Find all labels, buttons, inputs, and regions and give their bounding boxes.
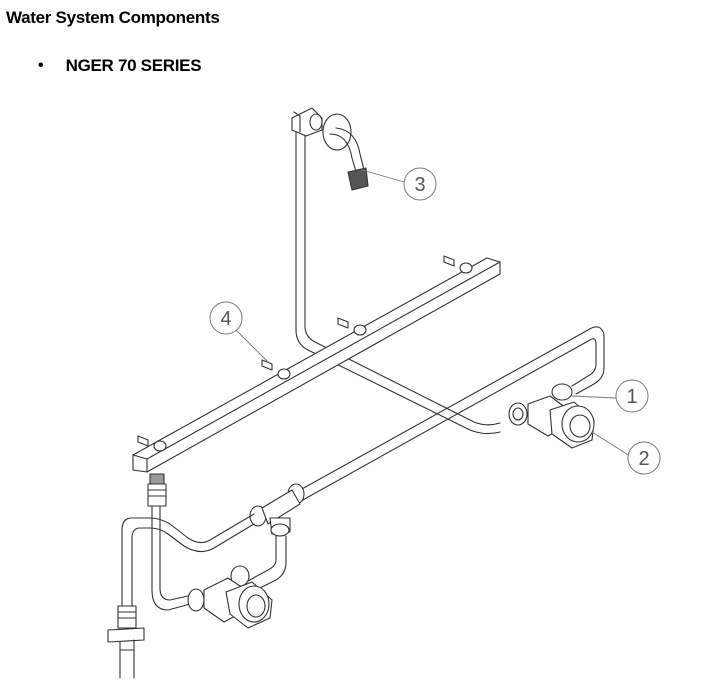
nozzle <box>137 435 167 452</box>
callout-label: 2 <box>638 448 649 470</box>
tee-fitting <box>249 483 305 537</box>
riser-pipe <box>295 131 501 435</box>
nozzle <box>261 359 291 380</box>
page-title: Water System Components <box>6 8 220 27</box>
bar-inlet-fitting <box>147 473 167 507</box>
lower-valve <box>187 565 273 629</box>
shower-head <box>322 113 369 191</box>
inlet-pipe <box>107 605 145 679</box>
series-heading: • NGER 70 SERIES <box>38 56 202 76</box>
top-elbow <box>291 107 323 137</box>
callout-label: 3 <box>414 174 425 196</box>
spray-nozzles <box>137 255 473 452</box>
callout-2: 2 <box>627 441 661 475</box>
callout-label: 4 <box>220 308 231 330</box>
lower-pipes <box>121 505 287 611</box>
bullet-icon: • <box>38 57 44 74</box>
nozzle <box>443 255 473 274</box>
nozzle <box>337 317 367 336</box>
callout-1: 1 <box>615 379 649 413</box>
callout-label: 1 <box>626 386 637 408</box>
right-valve <box>508 383 595 449</box>
series-title: NGER 70 SERIES <box>65 56 202 75</box>
callout-4: 4 <box>209 301 243 335</box>
leader-lines <box>235 169 631 457</box>
spray-bar <box>132 257 501 473</box>
callout-3: 3 <box>403 167 437 201</box>
upper-loop-pipe <box>281 326 605 507</box>
